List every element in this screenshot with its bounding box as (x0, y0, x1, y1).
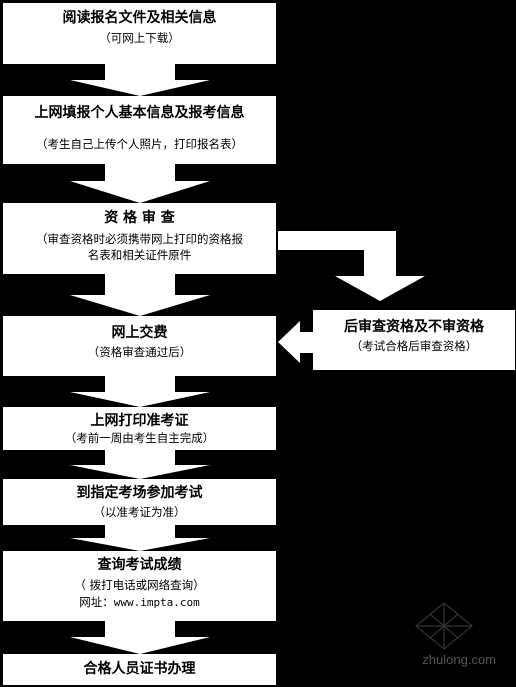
arrow-bent-to-side (278, 231, 425, 301)
arrow-down-7 (70, 621, 210, 654)
step-title: 合格人员证书办理 (83, 661, 196, 677)
arrow-down-1 (70, 64, 210, 96)
step-subtitle: （考生自己上传个人照片，打印报名表） (36, 137, 243, 151)
step-title: 阅读报名文件及相关信息 (62, 10, 217, 26)
step-subtitle-line1: （审查资格时必须携带网上打印的资格报 (36, 232, 243, 246)
step-subtitle: （资格审查通过后） (87, 345, 192, 359)
arrow-down-4 (70, 376, 210, 407)
arrow-left-to-payment (278, 321, 313, 363)
step-title: 上网打印准考证 (90, 413, 189, 429)
step-subtitle: （考前一周由考生自主完成） (64, 431, 215, 445)
step-certificate: 合格人员证书办理 (3, 654, 276, 685)
url-text: www.impta.com (113, 596, 200, 609)
url-label: 网址： (79, 595, 114, 609)
arrow-down-5 (70, 450, 210, 479)
step-fill-online: 上网填报个人基本信息及报考信息 （考生自己上传个人照片，打印报名表） (3, 96, 276, 164)
step-title: 到指定考场参加考试 (76, 485, 203, 501)
side-post-review: 后审查资格及不审资格 （考试合格后审查资格） (313, 310, 515, 370)
step-subtitle: （以准考证为准） (93, 505, 186, 519)
watermark-logo (415, 602, 473, 650)
arrow-down-2 (70, 164, 210, 203)
step-query-results: 查询考试成绩 （ 拨打电话或网络查询） 网址：www.impta.com (3, 551, 276, 621)
step-online-payment: 网上交费 （资格审查通过后） (3, 316, 276, 376)
step-take-exam: 到指定考场参加考试 （以准考证为准） (3, 479, 276, 525)
step-title: 网上交费 (111, 325, 168, 341)
arrow-down-6 (70, 525, 210, 551)
step-title: 查询考试成绩 (97, 557, 182, 573)
step-url-line: 网址：www.impta.com (3, 594, 276, 611)
step-title: 上网填报个人基本信息及报考信息 (34, 105, 245, 121)
watermark-text: zhulong.com (422, 652, 496, 667)
step-title: 资 格 审 查 (104, 210, 175, 226)
step-subtitle-line2: 名表和相关证件原件 (87, 248, 192, 262)
step-subtitle: （ 拨打电话或网络查询） (74, 578, 205, 592)
side-subtitle: （考试合格后审查资格） (350, 339, 478, 353)
arrow-down-3 (70, 274, 210, 316)
step-print-admission: 上网打印准考证 （考前一周由考生自主完成） (3, 407, 276, 450)
side-title: 后审查资格及不审资格 (344, 319, 484, 335)
step-qualification-review: 资 格 审 查 （审查资格时必须携带网上打印的资格报 名表和相关证件原件 (3, 203, 276, 274)
step-subtitle: （可网上下载） (99, 31, 180, 45)
step-read-documents: 阅读报名文件及相关信息 （可网上下载） (3, 3, 276, 64)
